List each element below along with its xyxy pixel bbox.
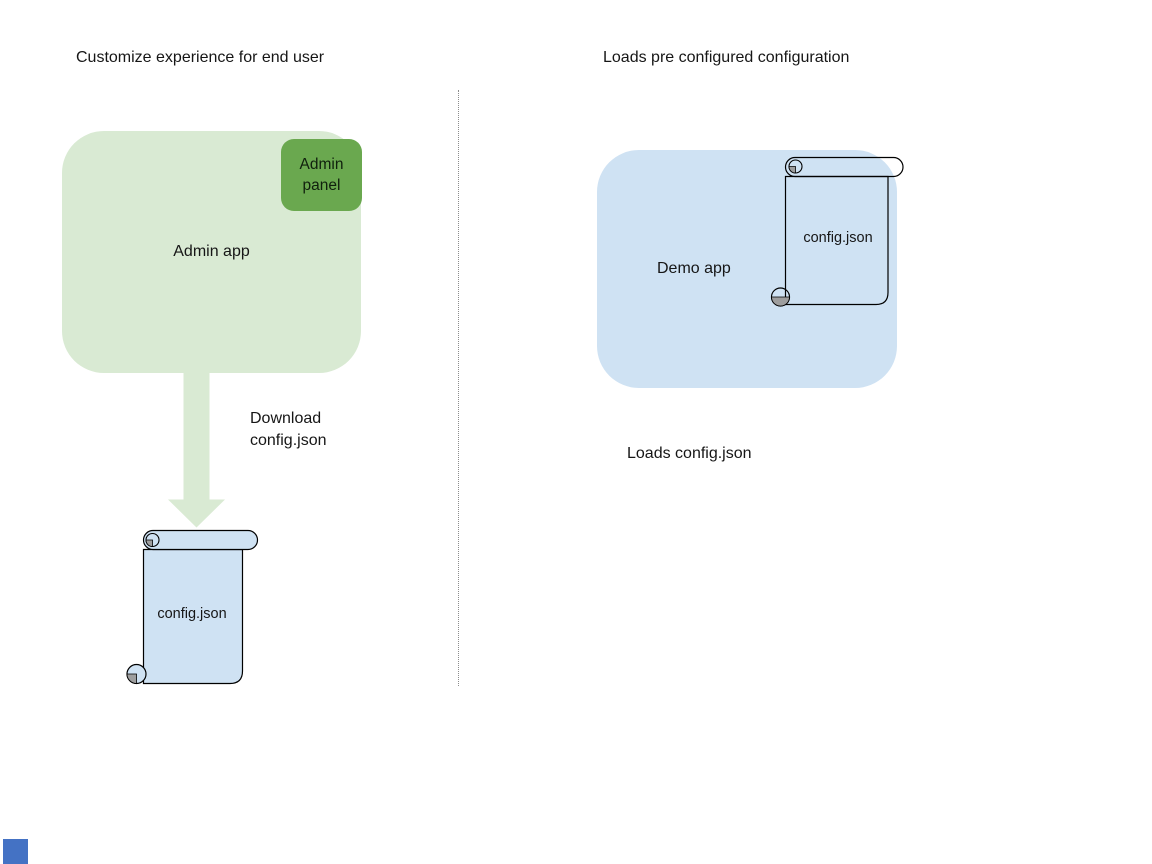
- left-section-title: Customize experience for end user: [76, 49, 325, 66]
- demo-app-box: Demo app: [597, 150, 897, 388]
- demo-app-label: Demo app: [657, 260, 731, 277]
- download-config-label: Download config.json: [250, 410, 327, 449]
- scroll-body: [784, 175, 889, 306]
- config-json-scroll-left: config.json: [126, 529, 259, 685]
- loads-config-caption: Loads config.json: [627, 445, 752, 462]
- scroll-label-right: config.json: [803, 230, 872, 246]
- right-section-title: Loads pre configured configuration: [603, 49, 850, 66]
- admin-panel-label: Admin panel: [299, 155, 344, 195]
- blue-square-marker: [3, 839, 28, 864]
- scroll-label-left: config.json: [157, 606, 226, 622]
- scroll-top-roll: [784, 156, 904, 178]
- scroll-body: [142, 548, 244, 685]
- admin-panel-box: Admin panel: [281, 139, 362, 211]
- config-json-scroll-right: config.json: [770, 156, 904, 307]
- admin-app-box: Admin app Admin panel: [62, 131, 362, 373]
- section-divider-line: [458, 90, 459, 686]
- download-arrow: [168, 373, 225, 528]
- scroll-top-roll: [142, 529, 259, 551]
- admin-app-label: Admin app: [173, 243, 250, 260]
